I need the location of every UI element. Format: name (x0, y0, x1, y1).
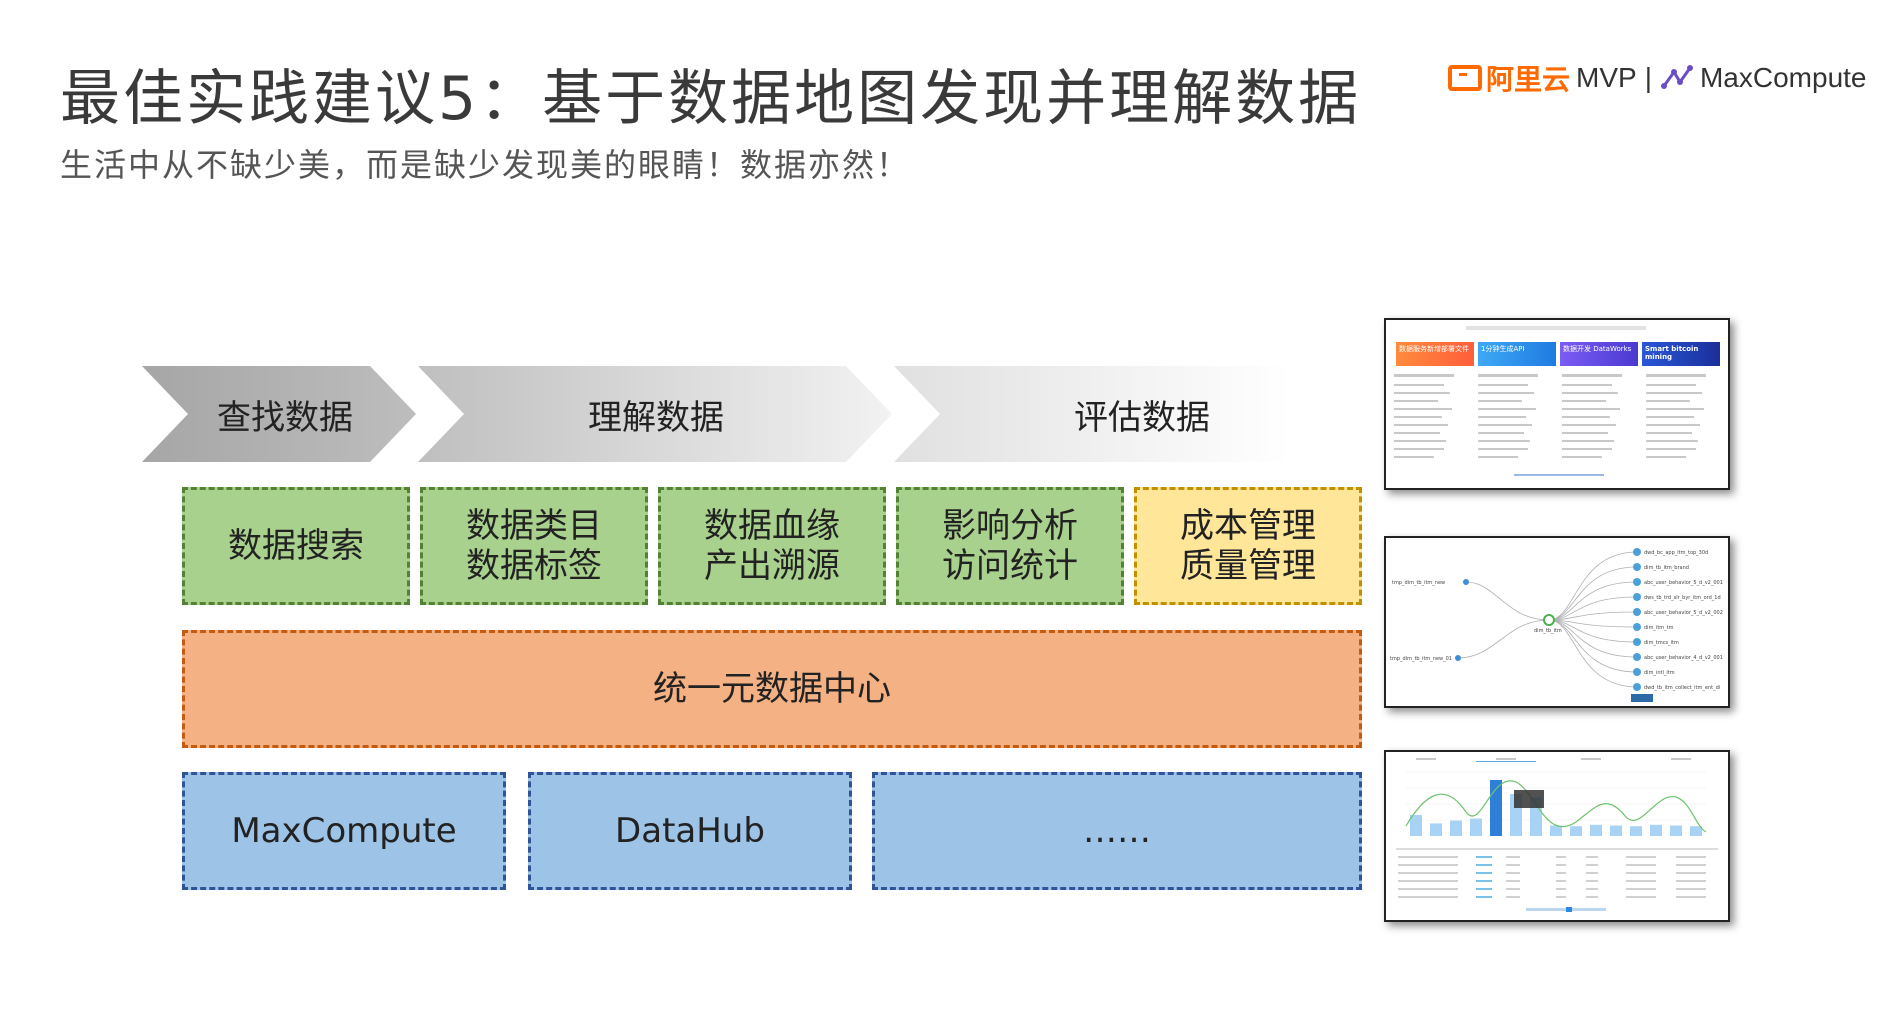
aliyun-logo-icon (1448, 65, 1482, 91)
lineage-right-node-4: dws_tb_trd_slr_byr_itm_ord_1d (1644, 595, 1721, 601)
stat-bar (1470, 818, 1482, 836)
banner-1: 数据服务新增部署文件 (1396, 342, 1474, 366)
stat-bar (1590, 824, 1602, 836)
capability-lineage: 数据血缘产出溯源 (658, 487, 886, 605)
lineage-center-node: dim_tb_itm (1534, 628, 1562, 634)
stat-bar (1570, 826, 1582, 836)
stat-bar (1690, 826, 1702, 836)
stat-bars (1410, 780, 1702, 836)
search-nav-bar (1466, 326, 1646, 330)
aliyun-logo: 阿里云 (1448, 58, 1570, 98)
source-maxcompute: MaxCompute (182, 772, 506, 890)
capability-impact-access: 影响分析访问统计 (896, 487, 1124, 605)
page-subtitle: 生活中从不缺少美，而是缺少发现美的眼睛！数据亦然！ (60, 146, 911, 184)
source-more: …… (872, 772, 1362, 890)
lineage-right-node-1: dwd_bc_app_itm_top_30d (1644, 550, 1708, 556)
stat-bar (1610, 825, 1622, 836)
lineage-right-node-3: abc_user_behavior_5_d_v2_001 (1644, 580, 1723, 586)
lineage-left-node-2: tmp_dim_tb_itm_new_01 (1390, 656, 1452, 662)
stat-bar (1670, 825, 1682, 836)
lineage-right-node-6: dim_itm_tm (1644, 625, 1674, 631)
capability-catalog-tags: 数据类目数据标签 (420, 487, 648, 605)
step-chevron-3 (894, 366, 1290, 462)
step-understand: 理解数据 (588, 397, 724, 438)
lineage-left-node-1: tmp_dim_tb_itm_new (1392, 580, 1445, 586)
lineage-right-node-5: abc_user_behavior_5_d_v2_002 (1644, 610, 1723, 616)
banner-4: Smart bitcoin mining (1642, 342, 1720, 366)
lineage-right-node-8: abc_user_behavior_4_d_v2_001 (1644, 655, 1723, 661)
stats-chart (1396, 758, 1718, 912)
stat-bar (1410, 815, 1422, 836)
search-result-lists (1394, 374, 1706, 476)
screenshot-lineage: tmp_dim_tb_itm_new tmp_dim_tb_itm_new_01… (1384, 536, 1730, 708)
stat-bar (1430, 823, 1442, 836)
step-chevron-2 (418, 366, 892, 462)
mvp-label: MVP (1576, 62, 1637, 93)
lineage-right-node-9: dim_intl_itm (1644, 670, 1675, 676)
stat-bar (1650, 824, 1662, 836)
brand-logo: 阿里云 MVP | MaxCompute (1448, 58, 1867, 98)
maxcompute-label: MaxCompute (1699, 62, 1867, 93)
step-evaluate: 评估数据 (1074, 397, 1210, 438)
stat-bar (1630, 826, 1642, 836)
stat-bar (1450, 820, 1462, 836)
lineage-right-node-7: dim_tmcs_itm (1644, 640, 1679, 646)
screenshot-access-stats (1384, 750, 1730, 922)
screenshot-data-search: 数据服务新增部署文件 1分钟生成API 数据开发 DataWorks Smart… (1384, 318, 1730, 490)
banner-3: 数据开发 DataWorks (1560, 342, 1638, 366)
stat-bar (1550, 825, 1562, 836)
capability-cost-quality: 成本管理质量管理 (1134, 487, 1362, 605)
step-chevron-1 (142, 366, 416, 462)
lineage-right-node-2: dim_tb_itm_brand (1644, 565, 1689, 571)
step-find: 查找数据 (217, 397, 353, 438)
unified-metadata-center: 统一元数据中心 (182, 630, 1362, 748)
banner-2: 1分钟生成API (1478, 342, 1556, 366)
lineage-graph: tmp_dim_tb_itm_new tmp_dim_tb_itm_new_01… (1390, 548, 1723, 702)
source-datahub: DataHub (528, 772, 852, 890)
logo-separator: | (1644, 62, 1652, 93)
lineage-right-node-10: dwd_tb_itm_collect_itm_ent_di (1644, 685, 1720, 691)
stat-bar (1490, 780, 1502, 836)
maxcompute-logo-icon (1660, 65, 1693, 89)
capability-data-search: 数据搜索 (182, 487, 410, 605)
page-title: 最佳实践建议5：基于数据地图发现并理解数据 (60, 64, 1362, 134)
